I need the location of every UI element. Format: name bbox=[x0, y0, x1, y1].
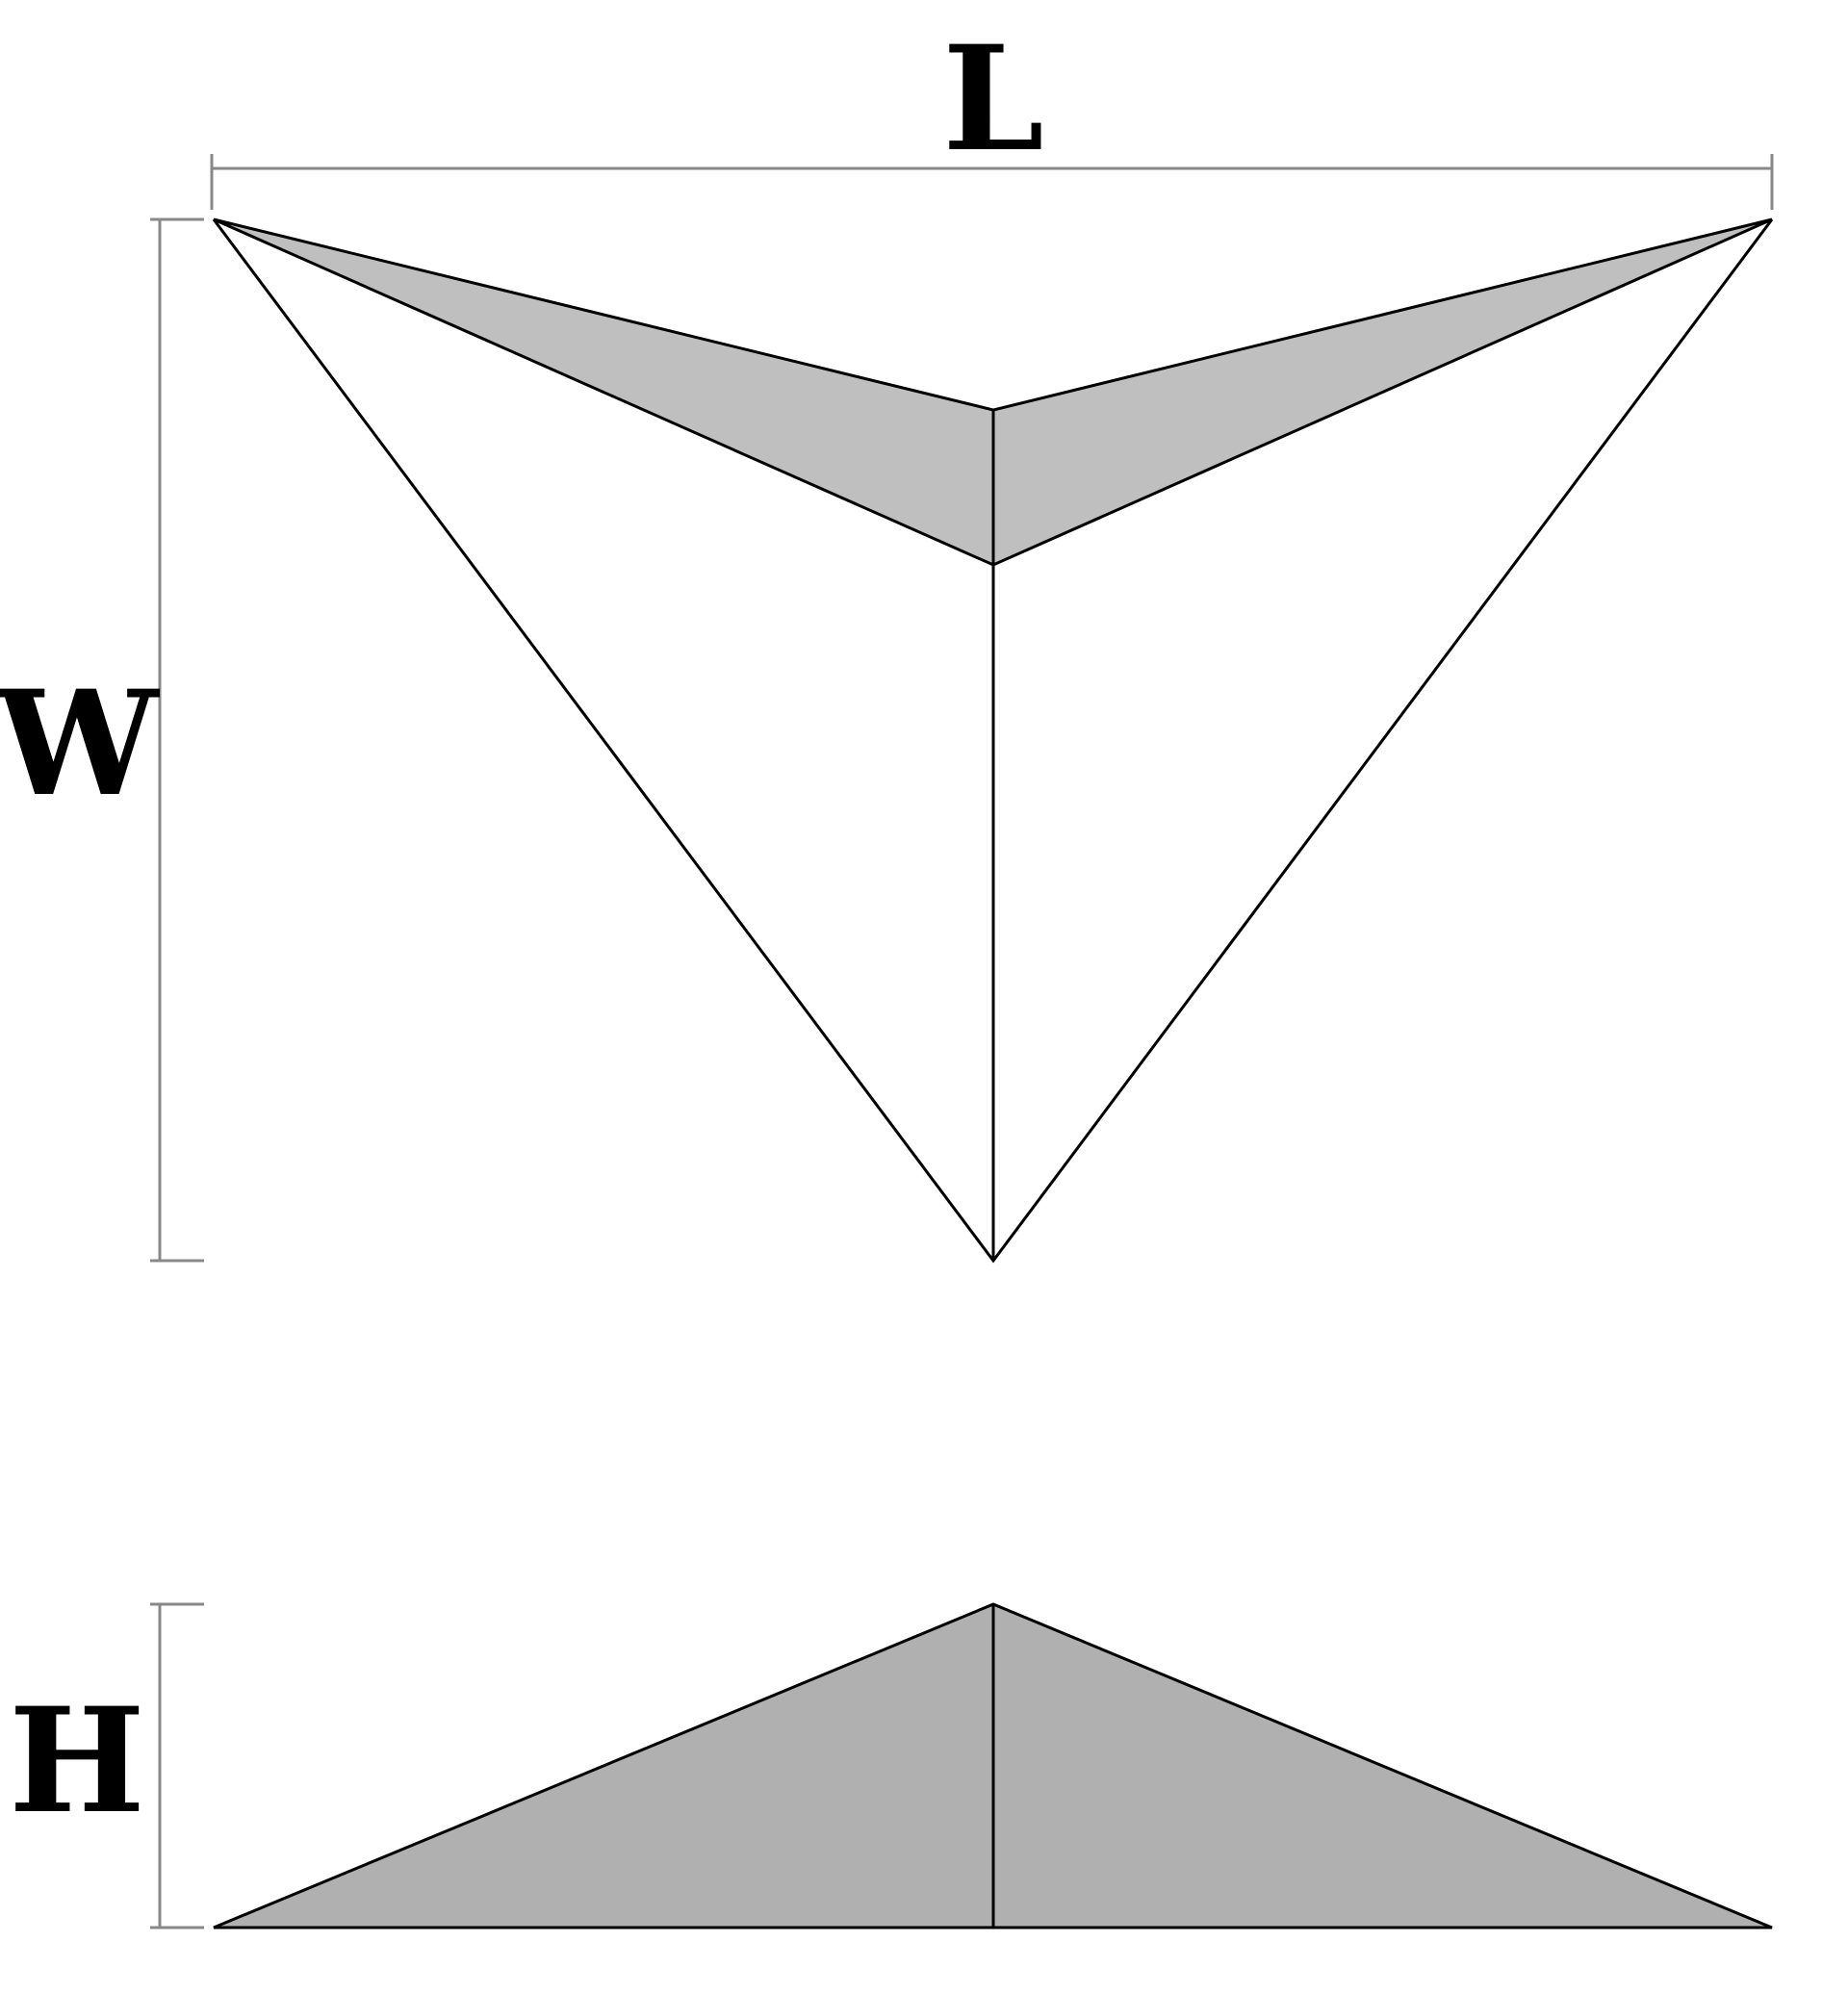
width-dimension: W bbox=[0, 217, 204, 1263]
length-label: L bbox=[942, 14, 1043, 184]
width-label: W bbox=[0, 659, 161, 829]
top-view-left-shaded-face bbox=[213, 217, 995, 568]
top-view-right-shaded-face bbox=[991, 217, 1773, 568]
length-dimension: L bbox=[210, 14, 1774, 210]
side-view bbox=[213, 1602, 1773, 1929]
height-label: H bbox=[9, 1676, 145, 1846]
height-dimension: H bbox=[9, 1602, 204, 1929]
top-view bbox=[212, 217, 1774, 1264]
